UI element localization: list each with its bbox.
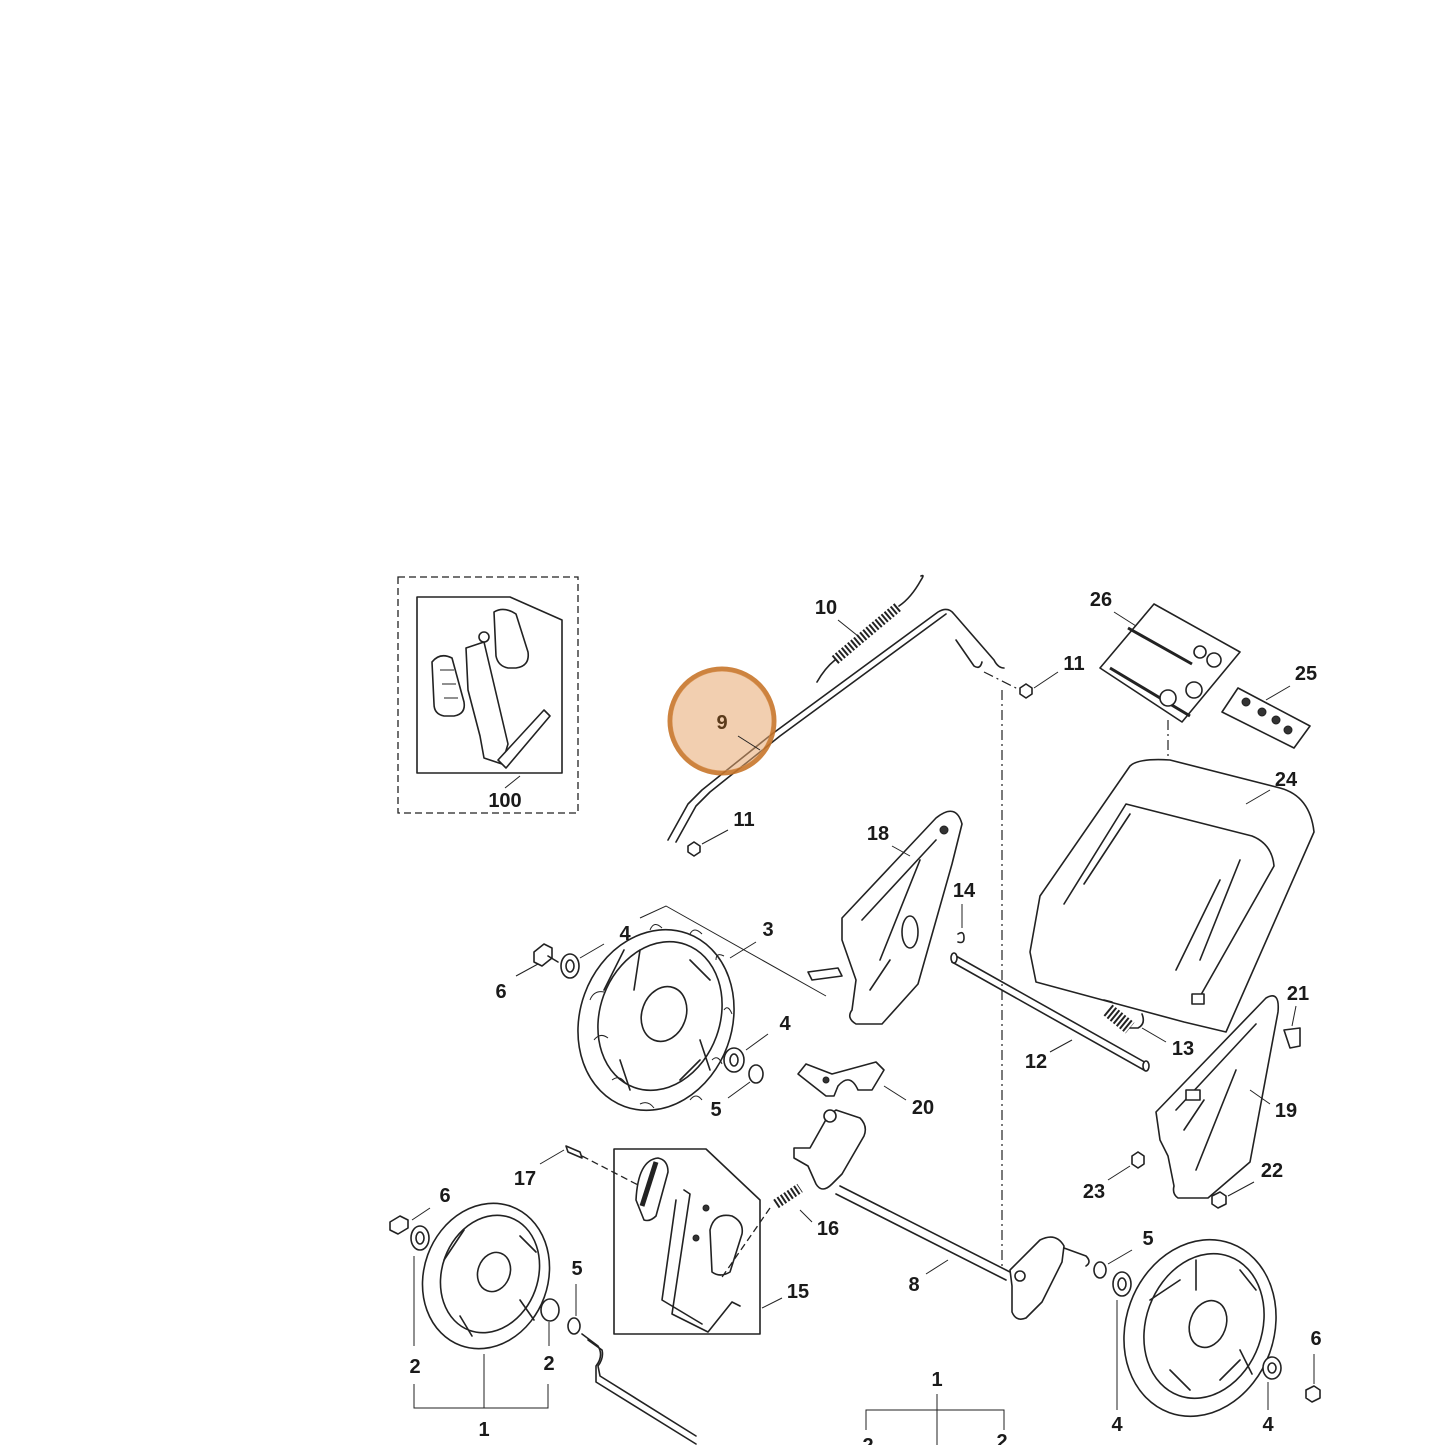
callout-23[interactable]: 23 — [1083, 1181, 1105, 1203]
callout-4-mid[interactable]: 4 — [779, 1013, 791, 1035]
selected-callout-9[interactable]: 9 — [667, 666, 777, 776]
lower-left-brackets: 2 2 1 — [409, 1256, 555, 1441]
callout-15[interactable]: 15 — [787, 1281, 809, 1303]
callout-3[interactable]: 3 — [762, 919, 773, 941]
kit-100-dashed-border — [397, 576, 579, 814]
callout-18[interactable]: 18 — [867, 823, 889, 845]
callout-4-upper[interactable]: 4 — [619, 923, 631, 945]
callout-13[interactable]: 13 — [1172, 1038, 1194, 1060]
callout-2-left[interactable]: 2 — [409, 1356, 420, 1378]
bracket-18[interactable]: 18 — [807, 810, 963, 1025]
callout-5-lower-left[interactable]: 5 — [571, 1258, 582, 1280]
callout-14[interactable]: 14 — [953, 880, 976, 902]
callout-5-right[interactable]: 5 — [1142, 1228, 1153, 1250]
plate-20[interactable]: 20 — [797, 1061, 934, 1119]
callout-19[interactable]: 19 — [1275, 1100, 1297, 1122]
rod-9[interactable] — [667, 608, 1005, 843]
washer-4-upper[interactable]: 4 — [560, 923, 631, 979]
callout-22[interactable]: 22 — [1261, 1160, 1283, 1182]
bracket-19[interactable]: 19 — [1155, 995, 1297, 1199]
wheel-lower-left[interactable] — [402, 1185, 569, 1366]
clip-14[interactable]: 14 — [953, 880, 976, 944]
bolt-17[interactable]: 17 — [514, 1145, 641, 1190]
nut-23[interactable]: 23 — [1083, 1151, 1145, 1203]
highlight-fill — [672, 671, 772, 771]
callout-4-lower-right-a[interactable]: 4 — [1111, 1414, 1123, 1436]
callout-24[interactable]: 24 — [1275, 769, 1298, 791]
callout-12[interactable]: 12 — [1025, 1051, 1047, 1073]
washer-5-lower-left[interactable]: 5 — [540, 1258, 583, 1335]
callout-1-left[interactable]: 1 — [478, 1419, 489, 1441]
kit-lever — [465, 641, 509, 765]
callout-1-middle[interactable]: 1 — [931, 1369, 942, 1391]
kit-pedal-right — [493, 608, 530, 669]
callout-17[interactable]: 17 — [514, 1168, 536, 1190]
callout-2-middle-left[interactable]: 2 — [862, 1435, 873, 1445]
callout-6-lower-left[interactable]: 6 — [439, 1185, 450, 1207]
pedal-assembly-15[interactable]: 15 — [613, 1148, 809, 1335]
callout-9[interactable]: 9 — [716, 712, 727, 734]
wheel-3-bracket-line — [639, 905, 827, 997]
callout-5-mid[interactable]: 5 — [710, 1099, 721, 1121]
callout-21[interactable]: 21 — [1287, 983, 1309, 1005]
washer-4-right-left[interactable]: 4 — [1111, 1271, 1132, 1436]
axle-8[interactable]: 8 — [793, 1109, 1090, 1320]
callout-11-lower[interactable]: 11 — [733, 809, 754, 831]
lower-middle-brackets: 1 2 2 — [862, 1369, 1008, 1445]
callout-8[interactable]: 8 — [908, 1274, 919, 1296]
wheel-lower-right[interactable] — [1100, 1218, 1301, 1438]
decal-25[interactable]: 25 — [1221, 663, 1317, 749]
washer-5-mid[interactable]: 5 — [710, 1064, 764, 1121]
highlight-ring — [667, 666, 777, 776]
kit-100-group[interactable]: 100 — [397, 576, 579, 814]
kit-pedal-left — [431, 654, 466, 717]
callout-2-right[interactable]: 2 — [543, 1353, 554, 1375]
washer-4-mid[interactable]: 4 — [723, 1013, 791, 1073]
callout-4-lower-right-b[interactable]: 4 — [1262, 1414, 1274, 1436]
callout-25[interactable]: 25 — [1295, 663, 1317, 685]
callout-6-upper[interactable]: 6 — [495, 981, 506, 1003]
washer-4-right-right[interactable]: 4 — [1262, 1356, 1282, 1436]
callout-16[interactable]: 16 — [817, 1218, 839, 1240]
callout-2-middle-right[interactable]: 2 — [996, 1431, 1007, 1445]
nut-11-upper[interactable]: 11 — [983, 653, 1085, 699]
spring-10[interactable]: 10 — [815, 574, 924, 683]
bolt-6-lower-right[interactable]: 6 — [1305, 1328, 1322, 1403]
spring-13[interactable]: 13 — [1103, 999, 1194, 1060]
rod-12[interactable]: 12 — [950, 952, 1150, 1073]
callout-10[interactable]: 10 — [815, 597, 837, 619]
callout-6-lower-right[interactable]: 6 — [1310, 1328, 1321, 1350]
callout-26[interactable]: 26 — [1090, 589, 1112, 611]
front-axle-rod — [581, 1333, 697, 1445]
decal-26[interactable]: 26 — [1090, 589, 1241, 870]
callout-11-upper[interactable]: 11 — [1063, 653, 1084, 675]
nut-11-lower[interactable]: 11 — [687, 809, 755, 857]
clip-21[interactable]: 21 — [1283, 983, 1309, 1049]
callout-20[interactable]: 20 — [912, 1097, 934, 1119]
bolt-22[interactable]: 22 — [1211, 1160, 1283, 1209]
callout-100[interactable]: 100 — [488, 790, 521, 812]
cover-24[interactable]: 24 — [1029, 758, 1315, 1033]
spring-16[interactable]: 16 — [719, 1183, 839, 1281]
washer-5-right[interactable]: 5 — [1093, 1228, 1154, 1279]
bolt-6-upper[interactable]: 6 — [495, 943, 559, 1003]
bolt-6-lower-left[interactable]: 6 — [389, 1185, 451, 1251]
wheel-3[interactable]: 3 — [553, 908, 774, 1133]
